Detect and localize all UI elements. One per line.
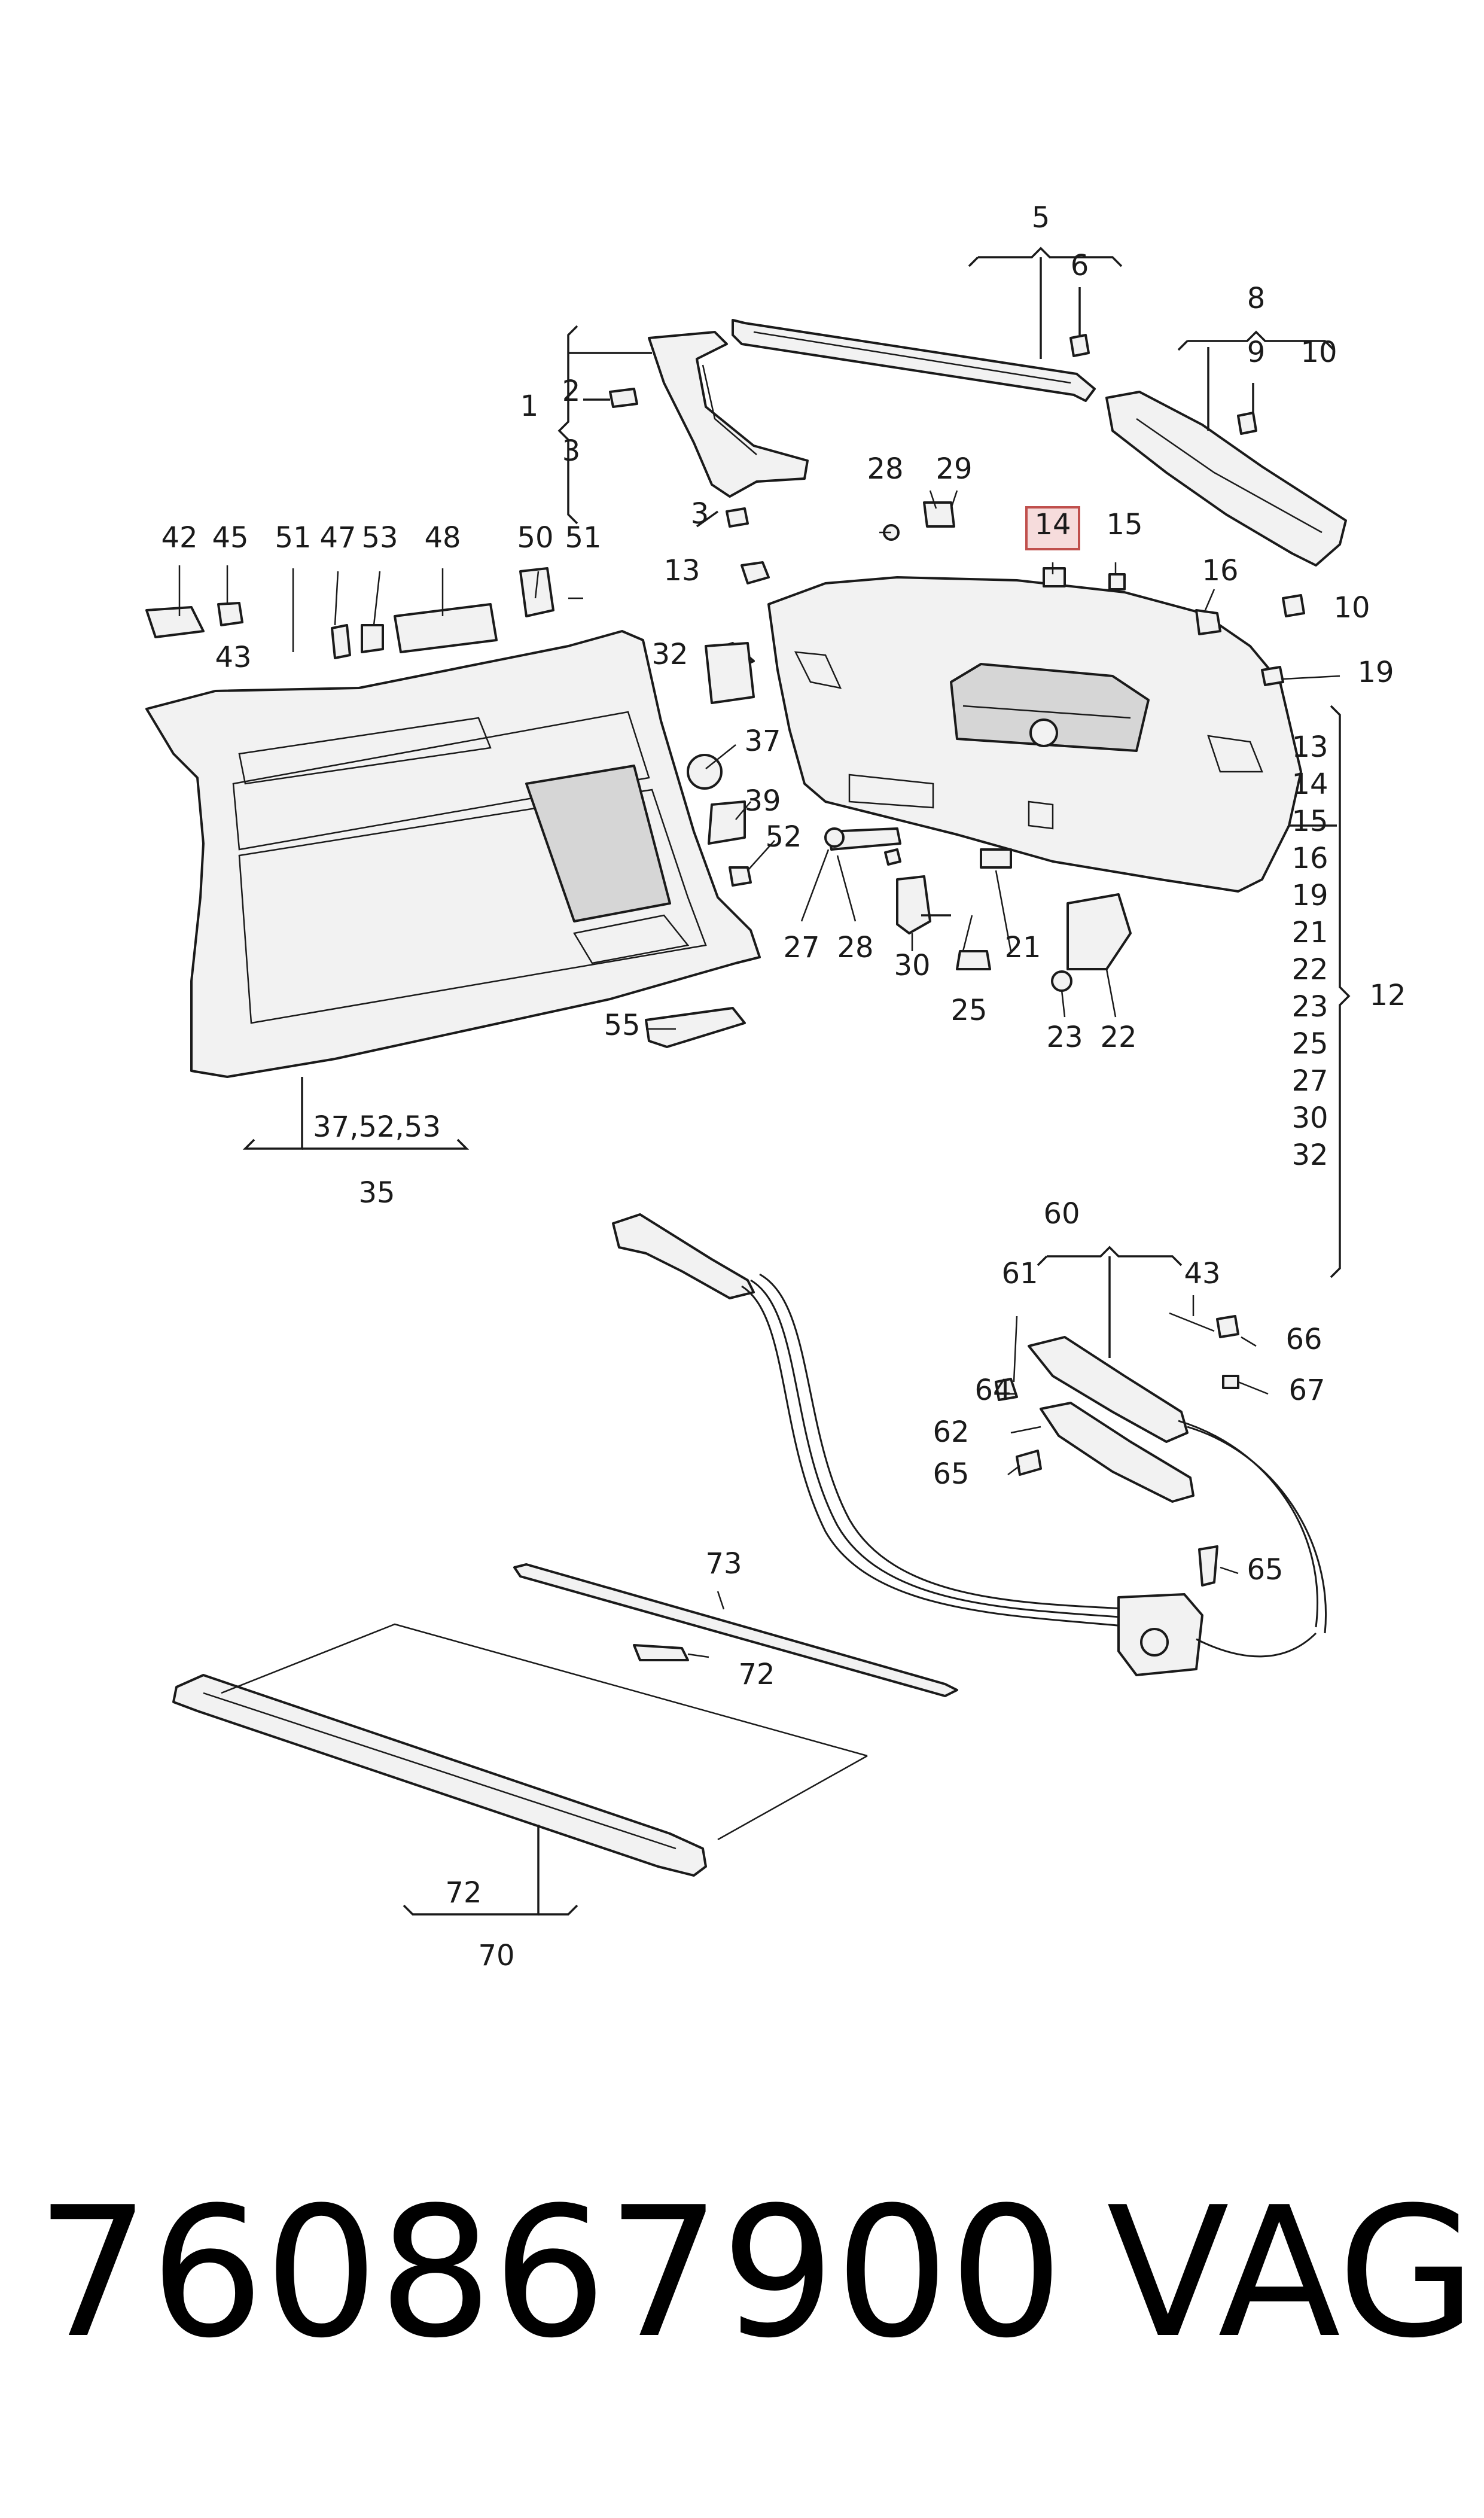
part-label-l3a: 3 bbox=[562, 434, 581, 468]
part-label-l48: 48 bbox=[424, 521, 461, 555]
group-12-member-13: 13 bbox=[1291, 730, 1328, 764]
part-label-l72a: 72 bbox=[445, 1876, 482, 1910]
part-label-l23: 23 bbox=[1046, 1021, 1083, 1054]
part-label-l52: 52 bbox=[765, 820, 802, 854]
highlight-box-part-14 bbox=[1025, 506, 1080, 550]
part-label-l27: 27 bbox=[783, 931, 819, 964]
part-label-l43a: 43 bbox=[215, 641, 251, 674]
luggage-cover-70 bbox=[172, 1563, 958, 1877]
part-label-l51b: 51 bbox=[565, 521, 601, 555]
part-label-l67: 67 bbox=[1288, 1374, 1325, 1407]
cable-guide-assembly bbox=[612, 1213, 1327, 1676]
part-label-l2: 2 bbox=[562, 374, 581, 408]
part-label-l35: 35 bbox=[358, 1176, 395, 1210]
part-label-l5: 5 bbox=[1032, 201, 1050, 235]
part-label-l1: 1 bbox=[520, 389, 539, 423]
part-label-l72b: 72 bbox=[738, 1658, 775, 1691]
tailgate-small-parts bbox=[609, 334, 1305, 992]
pillar-trim-1 bbox=[648, 331, 809, 498]
part-label-l62: 62 bbox=[933, 1415, 969, 1449]
group-12-member-27: 27 bbox=[1291, 1064, 1328, 1098]
part-label-l14: 14 bbox=[1034, 508, 1071, 541]
group-12-member-22: 22 bbox=[1291, 953, 1328, 987]
part-label-l47: 47 bbox=[319, 521, 356, 555]
part-label-l28b: 28 bbox=[837, 931, 873, 964]
part-label-l35sub: 37,52,53 bbox=[313, 1110, 441, 1144]
part-label-l13: 13 bbox=[663, 554, 700, 587]
leader-lines bbox=[178, 246, 1351, 1916]
part-label-l15: 15 bbox=[1106, 508, 1142, 541]
bracket-5 bbox=[732, 319, 1096, 402]
part-label-l61: 61 bbox=[1001, 1257, 1038, 1290]
side-trim-35 bbox=[145, 630, 761, 1078]
part-label-l19: 19 bbox=[1357, 656, 1394, 689]
part-label-l8: 8 bbox=[1247, 282, 1266, 315]
part-label-l45: 45 bbox=[212, 521, 248, 555]
pillar-trim-8 bbox=[1105, 391, 1347, 567]
part-label-l25: 25 bbox=[950, 994, 987, 1027]
part-label-l50: 50 bbox=[517, 521, 553, 555]
part-label-l10a: 10 bbox=[1300, 336, 1337, 369]
part-label-l37: 37 bbox=[744, 724, 781, 758]
tailgate-trim-12 bbox=[767, 576, 1302, 893]
part-label-l3b: 3 bbox=[691, 497, 709, 531]
part-label-l21: 21 bbox=[1004, 931, 1041, 964]
part-label-l30: 30 bbox=[894, 949, 930, 982]
part-label-l66: 66 bbox=[1285, 1323, 1322, 1356]
group-12-member-23: 23 bbox=[1291, 990, 1328, 1024]
group-12-member-15: 15 bbox=[1291, 805, 1328, 838]
group-12-member-21: 21 bbox=[1291, 916, 1328, 949]
footer-part-number: 760867900 bbox=[36, 2169, 1064, 2377]
group-12-member-14: 14 bbox=[1291, 768, 1328, 801]
part-label-l73: 73 bbox=[705, 1547, 742, 1581]
part-label-l60: 60 bbox=[1043, 1197, 1080, 1231]
part-label-l29: 29 bbox=[936, 452, 972, 486]
part-label-l10b: 10 bbox=[1333, 591, 1370, 625]
part-label-l16: 16 bbox=[1202, 554, 1238, 587]
group-12-member-19: 19 bbox=[1291, 879, 1328, 912]
part-label-l53: 53 bbox=[361, 521, 398, 555]
footer-brand: VAG bbox=[1107, 2169, 1477, 2377]
group-12-member-30: 30 bbox=[1291, 1101, 1328, 1135]
group-12-member-25: 25 bbox=[1291, 1027, 1328, 1061]
part-label-l51a: 51 bbox=[275, 521, 311, 555]
part-label-l70: 70 bbox=[478, 1939, 514, 1972]
trim-parts-left-small bbox=[145, 567, 755, 1048]
group-12-member-16: 16 bbox=[1291, 842, 1328, 875]
part-label-l22: 22 bbox=[1100, 1021, 1136, 1054]
part-label-l39: 39 bbox=[744, 784, 781, 818]
part-label-l28a: 28 bbox=[867, 452, 903, 486]
part-label-l6: 6 bbox=[1071, 249, 1089, 282]
group-12-member-32: 32 bbox=[1291, 1138, 1328, 1172]
part-label-l65a: 65 bbox=[933, 1457, 969, 1491]
part-label-l42: 42 bbox=[161, 521, 197, 555]
part-label-l12: 12 bbox=[1369, 979, 1406, 1012]
part-label-l65b: 65 bbox=[1247, 1553, 1283, 1587]
part-label-l43b: 43 bbox=[1184, 1257, 1220, 1290]
part-label-l64: 64 bbox=[974, 1374, 1011, 1407]
part-label-l55: 55 bbox=[604, 1009, 640, 1042]
part-label-l9: 9 bbox=[1247, 336, 1266, 369]
part-label-l32: 32 bbox=[651, 638, 688, 671]
